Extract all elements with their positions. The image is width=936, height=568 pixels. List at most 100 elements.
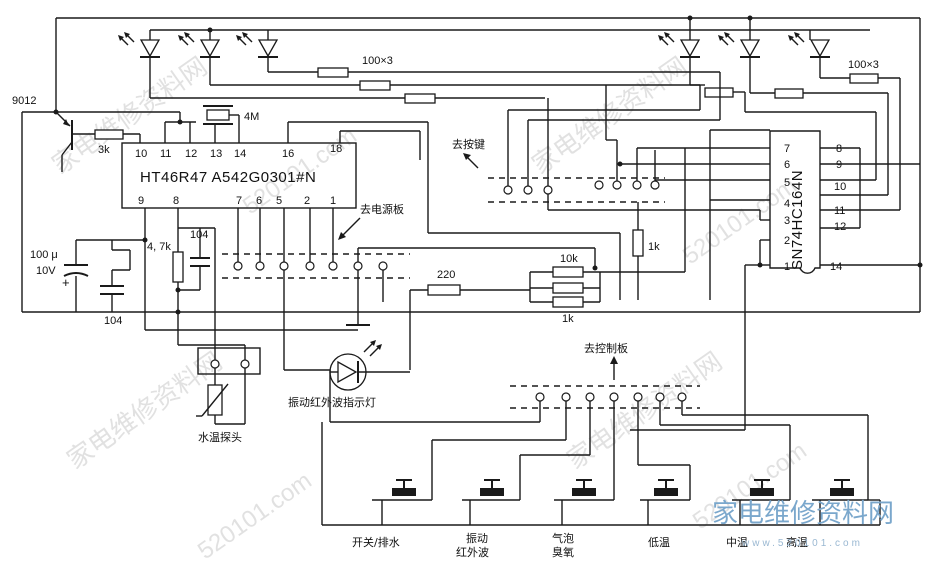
mcu-pin-11: 11 [160, 148, 171, 160]
watermark-cn-3: 家电维修资料网 [62, 347, 228, 476]
watermark-cn-1: 家电维修资料网 [47, 52, 213, 181]
label-1k-horizontal: 1k [562, 313, 574, 325]
site-logo: 家电维修资料网 www.520101.com [712, 499, 894, 549]
transistor-9012: 9012 [12, 95, 95, 312]
mcu-pin-18: 18 [330, 143, 342, 155]
resistor-1k-vertical: 1k [632, 202, 660, 300]
led-1 [118, 32, 161, 98]
resistor-array-right: 100×3 [690, 59, 901, 210]
watermark-cn-2: 家电维修资料网 [527, 52, 693, 181]
button-low-temp: 低温 [640, 479, 690, 549]
led-group-left [118, 32, 279, 98]
mcu-pin-6: 6 [256, 195, 262, 207]
label-crystal: 4M [244, 111, 259, 123]
mcu-pin-16: 16 [282, 148, 294, 160]
led-4 [658, 32, 701, 85]
button-label-bubble-1: 气泡 [552, 531, 574, 545]
led-2 [178, 32, 221, 85]
sr-pin-4: 4 [784, 198, 790, 210]
button-bubble-ozone: 气泡 臭氧 [552, 479, 614, 559]
mcu-pin-9: 9 [138, 195, 144, 207]
label-to-power: 去电源板 [360, 202, 404, 216]
sr-pin-2: 2 [784, 235, 790, 247]
label-to-keys: 去按键 [452, 137, 485, 151]
top-rails [55, 15, 921, 312]
mcu-pin-1: 1 [330, 195, 336, 207]
label-10v: 10V [36, 265, 56, 277]
sr-pin-5: 5 [784, 177, 790, 189]
watermark-url-1: 520101.com [193, 467, 317, 565]
resistor-220: 220 [409, 269, 530, 370]
label-10k: 10k [560, 253, 578, 265]
logo-text: 家电维修资料网 [712, 499, 894, 529]
power-filter: 100 μ 10V + 104 [22, 208, 920, 331]
label-220: 220 [437, 269, 455, 281]
led-3 [236, 32, 279, 72]
button-label-mid: 中温 [726, 536, 748, 549]
mcu-pin-7: 7 [236, 195, 242, 207]
led-6 [788, 32, 831, 78]
button-high-temp: 高温 [786, 479, 868, 549]
label-104-left: 104 [104, 315, 122, 327]
mcu-pin-10: 10 [135, 148, 147, 160]
mcu-pin-12: 12 [185, 148, 197, 160]
button-wiring [321, 362, 880, 526]
sr-pin-14: 14 [830, 261, 842, 273]
button-label-vibrate-2: 红外波 [456, 546, 489, 559]
resistor-3k: 3k [94, 129, 141, 156]
led-5 [718, 32, 761, 93]
button-label-high: 高温 [786, 535, 808, 549]
led-group-right [658, 32, 831, 93]
sr-pin-10: 10 [834, 181, 846, 193]
label-1k-vertical: 1k [648, 241, 660, 253]
sr-pin-1: 1 [784, 261, 790, 273]
label-probe: 水温探头 [198, 431, 242, 444]
mcu-pin-14: 14 [234, 148, 246, 160]
button-vibrate-ir: 振动 红外波 [456, 479, 520, 559]
button-label-low: 低温 [648, 536, 670, 549]
watermarks: 家电维修资料网 家电维修资料网 家电维修资料网 家电维修资料网 520101.c… [47, 52, 812, 565]
button-label-power: 开关/排水 [352, 535, 400, 549]
button-label-bubble-2: 臭氧 [552, 545, 574, 559]
push-buttons: 开关/排水 振动 红外波 气泡 臭氧 低温 [352, 479, 881, 559]
sr-pin-8: 8 [836, 143, 842, 155]
cap-plus-sign: + [62, 275, 70, 290]
mcu-pin-13: 13 [210, 148, 222, 160]
sr-pin-6: 6 [784, 159, 790, 171]
label-100x3-left: 100×3 [362, 55, 393, 67]
mcu-pin-8: 8 [173, 195, 179, 207]
button-power-drain: 开关/排水 [352, 479, 432, 549]
button-mid-temp: 中温 [726, 479, 790, 549]
label-104-right: 104 [190, 229, 208, 241]
label-100x3-right: 100×3 [848, 59, 879, 71]
sr-pin-11: 11 [834, 205, 845, 217]
shift-register-label: SN74HC164N [789, 170, 806, 270]
watermark-cn-4: 家电维修资料网 [562, 347, 728, 476]
sr-pin-12: 12 [834, 221, 846, 233]
mcu-label: HT46R47 A542G0301#N [140, 169, 316, 186]
mcu-pin-2: 2 [304, 195, 310, 207]
logo-subtext: www.520101.com [741, 538, 863, 549]
ir-indicator-led: 振动红外波指示灯 [288, 340, 410, 409]
resistor-network-mid: 10k 1k [529, 148, 686, 325]
label-100u: 100 μ [30, 249, 58, 261]
label-3k: 3k [98, 144, 110, 156]
sr-pin-9: 9 [836, 159, 842, 171]
resistor-array-left: 100×3 [150, 55, 720, 104]
label-to-control: 去控制板 [584, 341, 628, 355]
mcu-ht46r47: HT46R47 A542G0301#N 10 11 12 13 14 16 18… [121, 142, 357, 209]
key-connector: 去按键 [452, 72, 760, 211]
mcu-pin-5: 5 [276, 195, 282, 207]
button-label-vibrate-1: 振动 [466, 531, 488, 545]
power-connector: 去电源板 [222, 202, 621, 371]
sr-pin-7: 7 [784, 143, 790, 155]
water-temp-probe: 水温探头 [196, 347, 261, 444]
label-4k7: 4, 7k [147, 241, 171, 253]
mcu-top-wiring: 4M [56, 105, 429, 233]
shift-register-sn74hc164n: SN74HC164N 7 6 5 4 3 2 1 8 9 10 11 12 14 [655, 129, 923, 362]
probe-bias: 4, 7k 104 [147, 208, 246, 362]
label-ir-led: 振动红外波指示灯 [288, 395, 376, 409]
sr-pin-3: 3 [784, 215, 790, 227]
